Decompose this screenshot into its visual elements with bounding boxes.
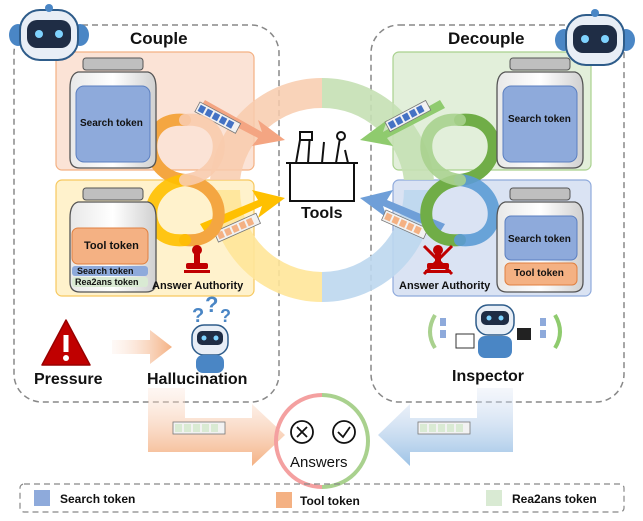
answers-ring-left (274, 393, 323, 489)
legend-search-label: Search token (60, 492, 136, 506)
svg-text:?: ? (205, 292, 218, 317)
jar-decouple-mixed (496, 187, 584, 293)
tools-label: Tools (301, 205, 343, 222)
token-strip-couple-tool (213, 212, 262, 243)
couple-group-border (13, 24, 280, 403)
svg-text:?: ? (192, 305, 204, 327)
token-strip-decouple-search (384, 99, 432, 133)
token-strip-decouple-tool (380, 209, 429, 240)
robot-icon-couple (9, 4, 89, 61)
stamp-icon-couple (184, 245, 210, 273)
legend-swatch-tool (276, 492, 292, 508)
wrong-answer-icon (290, 420, 314, 444)
couple-tool-token-label: Tool token (84, 240, 139, 252)
robot-icon-decouple (555, 9, 635, 66)
legend-tool-label: Tool token (300, 494, 360, 508)
warning-icon (41, 319, 91, 366)
couple-rea2ans-token-small-label: Rea2ans token (75, 277, 139, 287)
inspector-robot-icon (428, 304, 562, 358)
legend-swatch-rea2ans (486, 490, 502, 506)
toolbox-icon (286, 131, 358, 202)
inspector-label: Inspector (452, 368, 525, 385)
correct-answer-icon (332, 420, 356, 444)
decouple-search-token-lower-label: Search token (508, 234, 571, 245)
decouple-title: Decouple (448, 29, 525, 48)
token-strip-couple-search (194, 101, 242, 134)
svg-text:?: ? (220, 306, 231, 326)
decouple-tool-token-label: Tool token (514, 268, 564, 279)
hallucination-label: Hallucination (147, 371, 248, 388)
decouple-answer-authority-label: Answer Authority (399, 280, 491, 292)
hallucinating-robot-icon: ? ? ? (191, 292, 231, 373)
jar-decouple-search (496, 57, 584, 169)
couple-search-token-small-label: Search token (77, 266, 134, 276)
arrow-couple-search (200, 100, 285, 146)
answers-ring-right (321, 393, 370, 489)
stamp-icon-decouple (422, 244, 454, 276)
legend-swatch-search (34, 490, 50, 506)
token-strip-couple-output (172, 421, 226, 435)
couple-title: Couple (130, 29, 188, 48)
legend-rea2ans-label: Rea2ans token (512, 492, 597, 506)
jar-couple-search (69, 57, 157, 169)
decouple-search-token-label: Search token (508, 114, 571, 125)
jar-couple-mixed (69, 187, 157, 293)
pressure-arrow (112, 330, 172, 364)
couple-answer-authority-label: Answer Authority (152, 280, 244, 292)
token-strip-decouple-output (417, 421, 471, 435)
couple-search-token-label: Search token (80, 118, 143, 129)
decouple-infinity-loop (420, 113, 500, 247)
answers-label: Answers (290, 454, 348, 471)
pressure-label: Pressure (34, 371, 103, 388)
legend-box (19, 483, 625, 513)
